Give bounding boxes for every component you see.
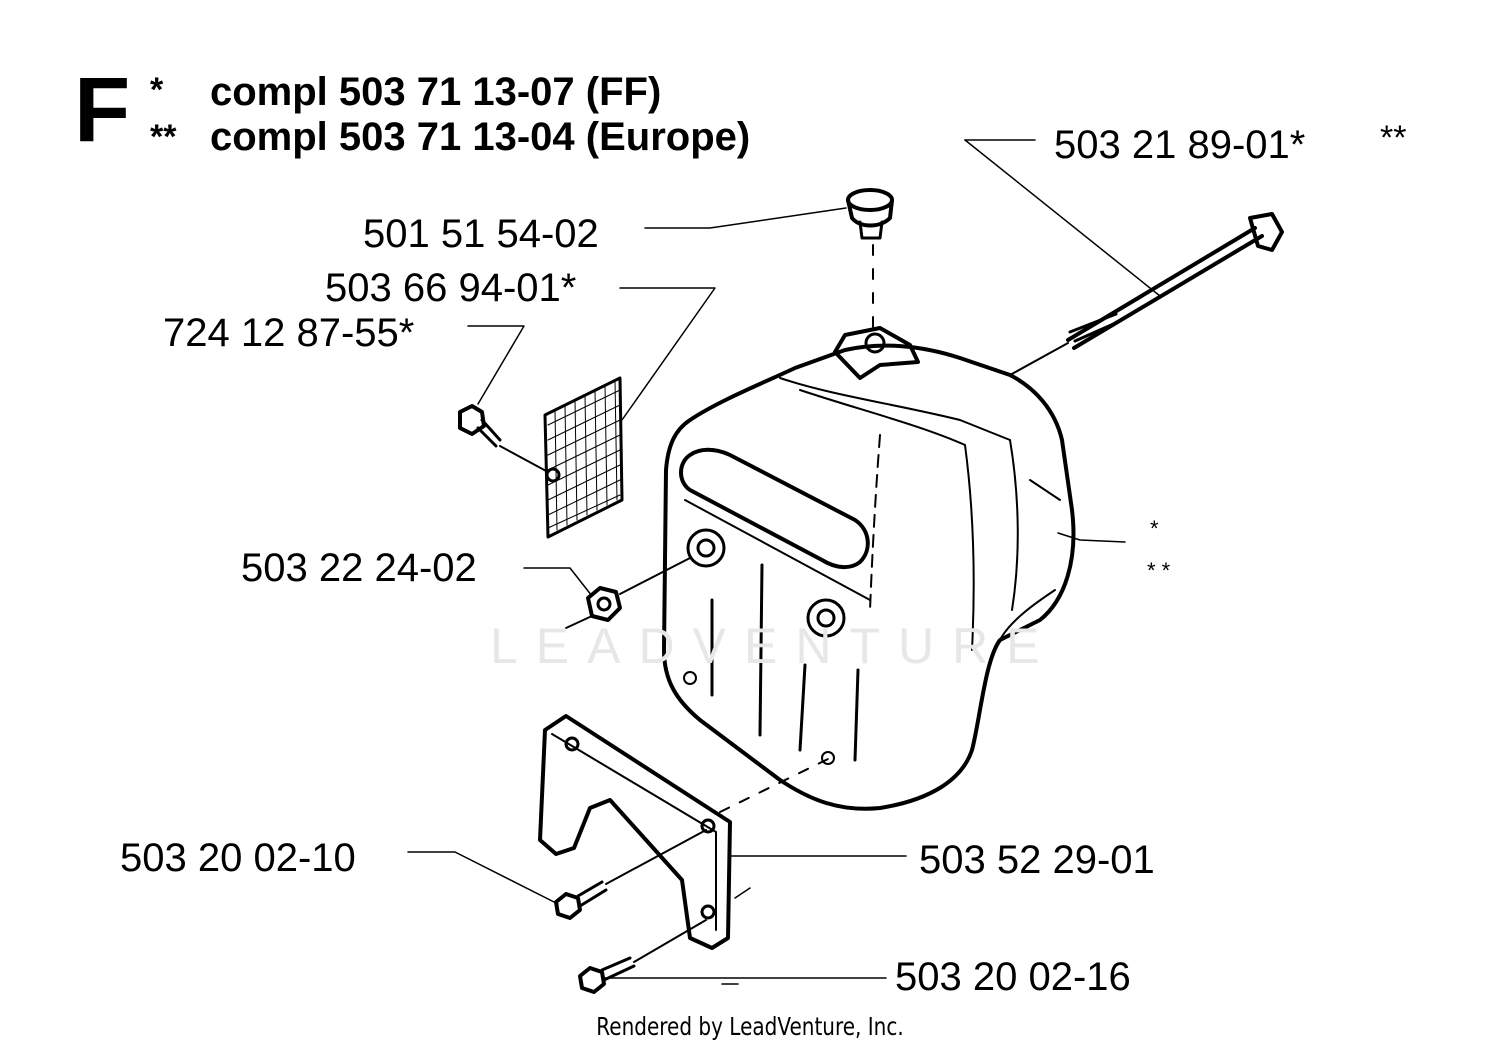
label-screw-1: 503 20 02-10 xyxy=(120,836,356,880)
header-line2-marker: ** xyxy=(150,118,177,156)
plug-part xyxy=(846,188,894,331)
label-screw-2: 503 20 02-16 xyxy=(895,955,1131,999)
label-plug: 501 51 54-02 xyxy=(363,212,599,256)
label-spark-screen: 503 66 94-01* xyxy=(325,266,577,310)
label-muffler-marker2: * * xyxy=(1147,558,1171,583)
header-line1-marker: * xyxy=(150,71,164,109)
label-long-bolt-marker: ** xyxy=(1380,119,1407,157)
label-muffler-marker1: * xyxy=(1150,516,1159,541)
label-bracket: 503 52 29-01 xyxy=(919,838,1155,882)
leader-lines xyxy=(407,139,1161,985)
watermark: LEADVENTURE xyxy=(490,618,1058,674)
label-nut: 503 22 24-02 xyxy=(241,546,477,590)
header-line2: compl 503 71 13-04 (Europe) xyxy=(210,115,751,159)
long-bolt xyxy=(1009,212,1284,376)
bracket-screws xyxy=(554,757,831,994)
muffler-body xyxy=(662,326,1076,811)
label-long-bolt: 503 21 89-01* xyxy=(1054,123,1306,167)
header-line1: compl 503 71 13-07 (FF) xyxy=(210,70,662,114)
bracket-part xyxy=(538,714,732,950)
footer-credit: Rendered by LeadVenture, Inc. xyxy=(596,1012,904,1041)
spark-screen xyxy=(543,376,624,539)
label-screen-screw: 724 12 87-55* xyxy=(163,311,415,355)
nut-part xyxy=(565,557,691,629)
screen-screw xyxy=(458,404,549,473)
section-letter: F xyxy=(74,59,131,161)
